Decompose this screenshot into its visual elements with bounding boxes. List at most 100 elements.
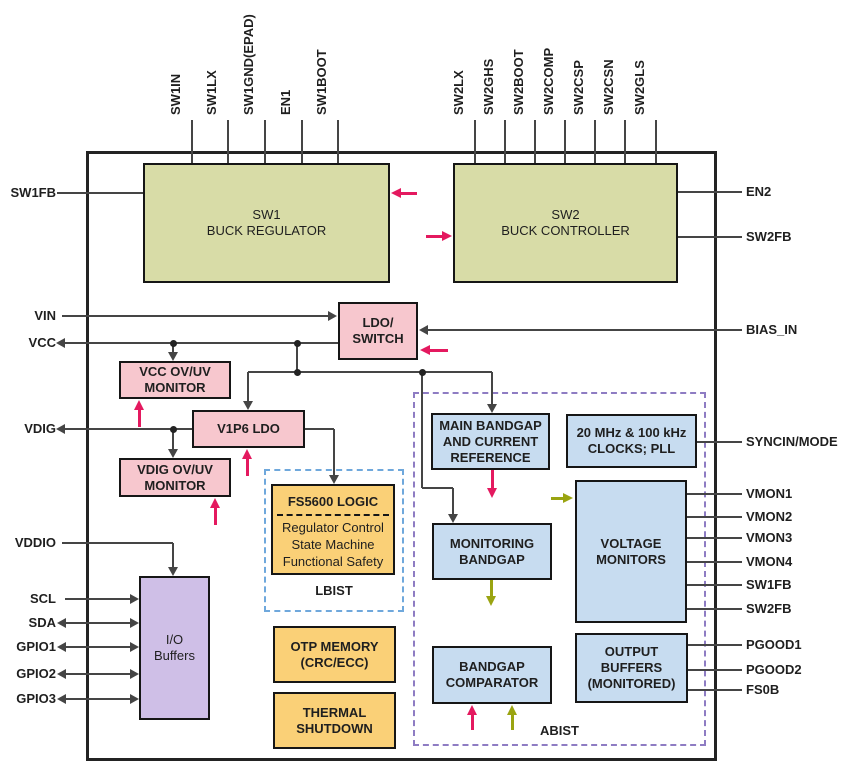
wire-segment (687, 493, 742, 495)
left-pin-label: SCL (30, 591, 56, 606)
wire-segment (172, 429, 174, 453)
wire-segment (62, 542, 173, 544)
wire-segment (551, 496, 565, 500)
arrowhead-right (442, 230, 452, 241)
junction-dot (293, 339, 301, 347)
fs5600-divider (276, 514, 390, 516)
chip-outline (86, 151, 717, 761)
thermal-shutdown-label: SHUTDOWN (296, 720, 373, 736)
arrowhead-down (168, 352, 178, 361)
wire-segment (213, 506, 217, 525)
arrowhead-left (57, 642, 66, 652)
wire-segment (490, 470, 494, 490)
abist-label: ABIST (540, 723, 579, 738)
right-pin-label: VMON4 (746, 554, 793, 569)
top-pin-label: SW2GHS (481, 58, 496, 115)
top-pin-label: EN1 (278, 89, 293, 115)
right-pin-label: EN2 (746, 184, 772, 199)
wire-segment (688, 644, 742, 646)
wire-segment (452, 488, 454, 518)
arrowhead-up (506, 705, 517, 715)
main-bandgap-label: AND CURRENT (442, 433, 539, 449)
voltage-monitors-label: VOLTAGE (600, 535, 662, 551)
arrowhead-right (130, 694, 139, 704)
wire-segment (63, 698, 134, 700)
sw2-buck-controller-label: SW2 (551, 207, 580, 222)
right-pin-label: BIAS_IN (746, 322, 798, 337)
top-pin-label: SW1BOOT (314, 49, 329, 115)
right-pin-label: PGOOD2 (746, 662, 802, 677)
wire-segment (333, 429, 335, 479)
voltage-monitors-label: MONITORS (596, 551, 666, 567)
wire-segment (264, 120, 266, 163)
wire-segment (489, 580, 493, 598)
arrowhead-up (209, 498, 220, 508)
wire-segment (137, 408, 141, 427)
wire-segment (57, 192, 143, 194)
arrowhead-right (130, 642, 139, 652)
io-buffers-label: Buffers (154, 648, 195, 663)
wire-segment (422, 487, 453, 489)
lbist-label: LBIST (315, 583, 353, 598)
arrowhead-down (486, 488, 497, 498)
wire-segment (510, 713, 514, 730)
wire-segment (227, 120, 229, 163)
wire-segment (470, 713, 474, 730)
arrowhead-right (563, 492, 573, 503)
arrowhead-left (57, 694, 66, 704)
arrowhead-left (56, 424, 65, 434)
top-pin-label: SW1IN (168, 73, 183, 115)
abist-group-box (413, 392, 706, 746)
left-pin-label: GPIO3 (16, 691, 56, 706)
wire-segment (63, 622, 134, 624)
right-pin-label: VMON3 (746, 530, 793, 545)
arrowhead-left (391, 187, 401, 198)
bandgap-comparator-label: BANDGAP (459, 659, 525, 674)
wire-segment (688, 669, 742, 671)
top-pin-label: SW2BOOT (511, 49, 526, 115)
wire-segment (687, 584, 742, 586)
vdig-ovuv-monitor-label: MONITOR (144, 477, 206, 493)
output-buffers-label: OUTPUT (604, 644, 659, 659)
right-pin-label: VMON2 (746, 509, 793, 524)
junction-dot (169, 425, 177, 433)
arrowhead-left (57, 669, 66, 679)
wire-segment (248, 371, 492, 373)
monitoring-bandgap-label: MONITORING (449, 535, 535, 551)
wire-segment (687, 561, 742, 563)
sw1-buck-regulator-label: BUCK REGULATOR (206, 223, 327, 238)
wire-segment (624, 120, 626, 163)
arrowhead-right (130, 669, 139, 679)
left-pin-label: SDA (28, 615, 56, 630)
arrowhead-right (130, 594, 139, 604)
main-bandgap-label: MAIN BANDGAP (439, 417, 542, 433)
wire-segment (304, 428, 334, 430)
right-pin-label: VMON1 (746, 486, 793, 501)
output-buffers-label: BUFFERS (600, 660, 663, 675)
junction-dot (169, 339, 177, 347)
junction-dot (418, 368, 426, 376)
right-pin-label: FS0B (746, 682, 780, 697)
monitoring-bandgap-label: BANDGAP (459, 551, 525, 567)
wire-segment (534, 120, 536, 163)
left-pin-label: SW1FB (10, 185, 57, 200)
left-pin-label: VCC (28, 335, 56, 350)
right-pin-label: SYNCIN/MODE (746, 434, 838, 449)
bandgap-comparator-label: COMPARATOR (445, 675, 539, 690)
right-pin-label: SW2FB (746, 601, 792, 616)
thermal-shutdown-label: THERMAL (302, 704, 367, 720)
output-buffers-label: (MONITORED) (587, 676, 676, 691)
wire-segment (504, 120, 506, 163)
clocks-pll-label: CLOCKS; PLL (587, 441, 676, 456)
wire-segment (687, 516, 742, 518)
left-pin-label: GPIO1 (16, 639, 56, 654)
wire-segment (678, 191, 742, 193)
wire-segment (426, 234, 444, 238)
